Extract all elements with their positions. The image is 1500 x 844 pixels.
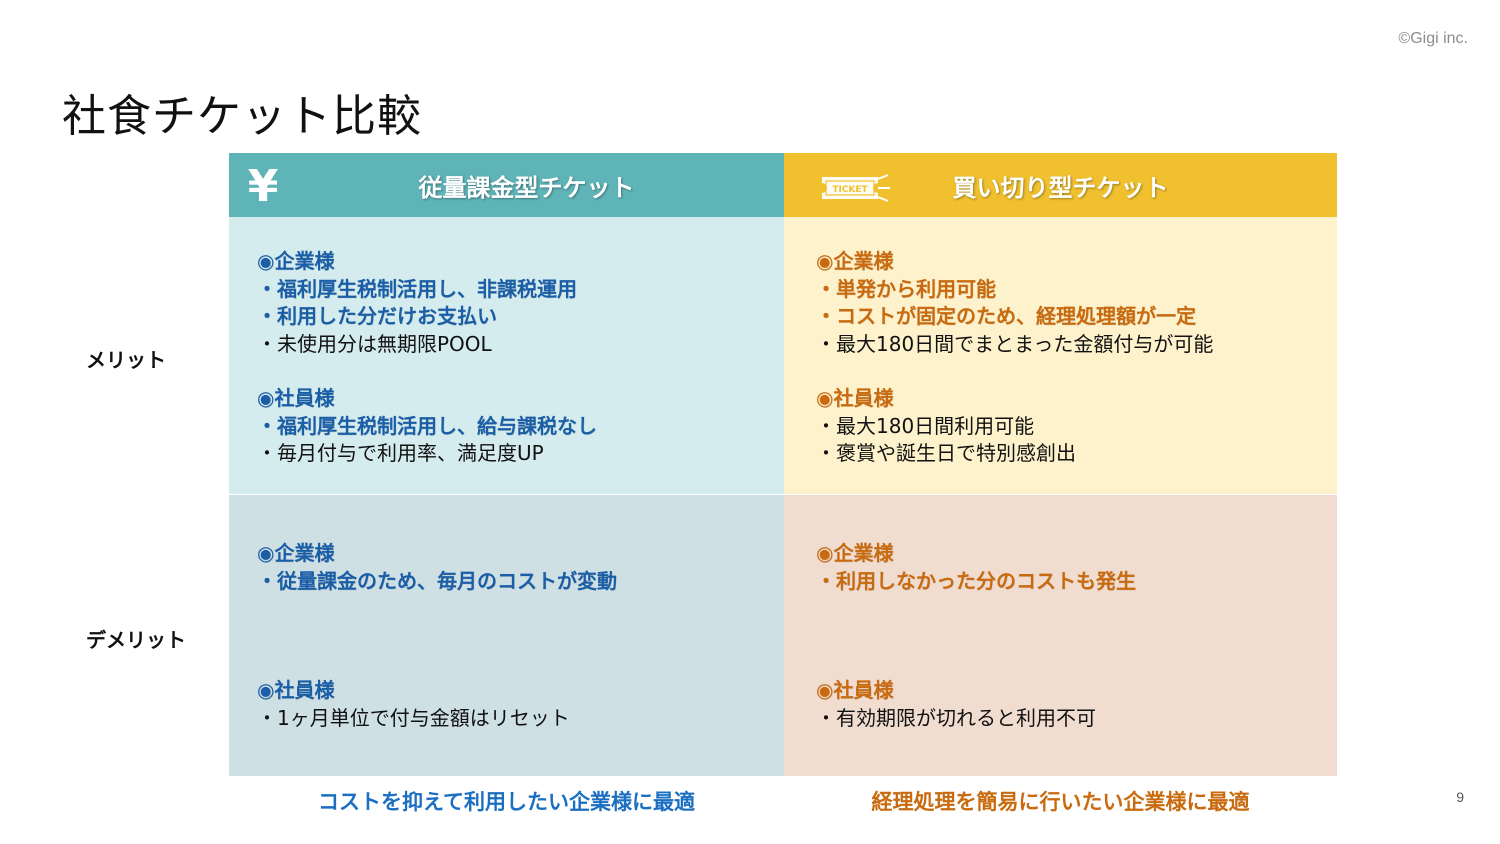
list-item: ・1ヶ月単位で付与金額はリセット	[257, 705, 570, 730]
company-block: ◉企業様 ・福利厚生税制活用し、非課税運用 ・利用した分だけお支払い ・未使用分…	[257, 248, 577, 358]
list-item: ・最大180日間でまとまった金額付与が可能	[816, 331, 1214, 356]
list-item: ・従量課金のため、毎月のコストが変動	[257, 568, 617, 593]
copyright: ©Gigi inc.	[1398, 30, 1468, 47]
page-number: 9	[1456, 789, 1464, 805]
row-label-demerit: デメリット	[86, 628, 186, 652]
list-item: ・未使用分は無期限POOL	[257, 331, 492, 356]
company-block: ◉企業様 ・従量課金のため、毎月のコストが変動	[257, 540, 617, 595]
row-label-merit: メリット	[86, 348, 166, 372]
yen-symbol: ¥	[248, 161, 279, 209]
footer-metered: コストを抑えて利用したい企業様に最適	[318, 790, 695, 814]
employee-block: ◉社員様 ・最大180日間利用可能 ・褒賞や誕生日で特別感創出	[816, 385, 1076, 468]
list-item: ・褒賞や誕生日で特別感創出	[816, 441, 1076, 465]
employee-heading: ◉社員様	[257, 678, 335, 702]
cell-merit-prepaid: ◉企業様 ・単発から利用可能 ・コストが固定のため、経理処理額が一定 ・最大18…	[784, 217, 1337, 495]
list-item: ・単発から利用可能	[816, 276, 996, 301]
company-block: ◉企業様 ・単発から利用可能 ・コストが固定のため、経理処理額が一定 ・最大18…	[816, 248, 1213, 358]
ticket-icon-label: TICKET	[832, 185, 868, 195]
employee-heading: ◉社員様	[257, 386, 335, 410]
company-block: ◉企業様 ・利用しなかった分のコストも発生	[816, 540, 1136, 595]
list-item: ・毎月付与で利用率、満足度UP	[257, 441, 544, 465]
list-item: ・利用しなかった分のコストも発生	[816, 568, 1136, 593]
employee-block: ◉社員様 ・有効期限が切れると利用不可	[816, 677, 1096, 732]
list-item: ・福利厚生税制活用し、給与課税なし	[257, 413, 597, 438]
employee-heading: ◉社員様	[816, 386, 894, 410]
column-header-metered: ¥ 従量課金型チケット	[229, 153, 784, 217]
column-header-metered-label: 従量課金型チケット	[418, 173, 635, 202]
list-item: ・コストが固定のため、経理処理額が一定	[816, 304, 1196, 328]
list-item: ・利用した分だけお支払い	[257, 304, 497, 328]
employee-heading: ◉社員様	[816, 678, 894, 702]
employee-block: ◉社員様 ・1ヶ月単位で付与金額はリセット	[257, 677, 570, 732]
company-heading: ◉企業様	[257, 541, 335, 565]
page-title: 社食チケット比較	[62, 91, 422, 142]
column-header-prepaid: TICKET 買い切り型チケット	[784, 153, 1337, 217]
employee-block: ◉社員様 ・福利厚生税制活用し、給与課税なし ・毎月付与で利用率、満足度UP	[257, 385, 597, 468]
cell-demerit-prepaid: ◉企業様 ・利用しなかった分のコストも発生 ◉社員様 ・有効期限が切れると利用不…	[784, 495, 1337, 776]
list-item: ・最大180日間利用可能	[816, 413, 1035, 438]
company-heading: ◉企業様	[816, 541, 894, 565]
list-item: ・有効期限が切れると利用不可	[816, 705, 1096, 730]
cell-merit-metered: ◉企業様 ・福利厚生税制活用し、非課税運用 ・利用した分だけお支払い ・未使用分…	[229, 217, 784, 495]
list-item: ・福利厚生税制活用し、非課税運用	[257, 276, 577, 301]
footer-prepaid: 経理処理を簡易に行いたい企業様に最適	[871, 790, 1250, 814]
ticket-icon: TICKET	[822, 174, 890, 202]
company-heading: ◉企業様	[257, 249, 335, 273]
column-header-prepaid-label: 買い切り型チケット	[952, 173, 1169, 202]
yen-icon: ¥	[248, 161, 279, 209]
company-heading: ◉企業様	[816, 249, 894, 273]
cell-demerit-metered: ◉企業様 ・従量課金のため、毎月のコストが変動 ◉社員様 ・1ヶ月単位で付与金額…	[229, 495, 784, 776]
